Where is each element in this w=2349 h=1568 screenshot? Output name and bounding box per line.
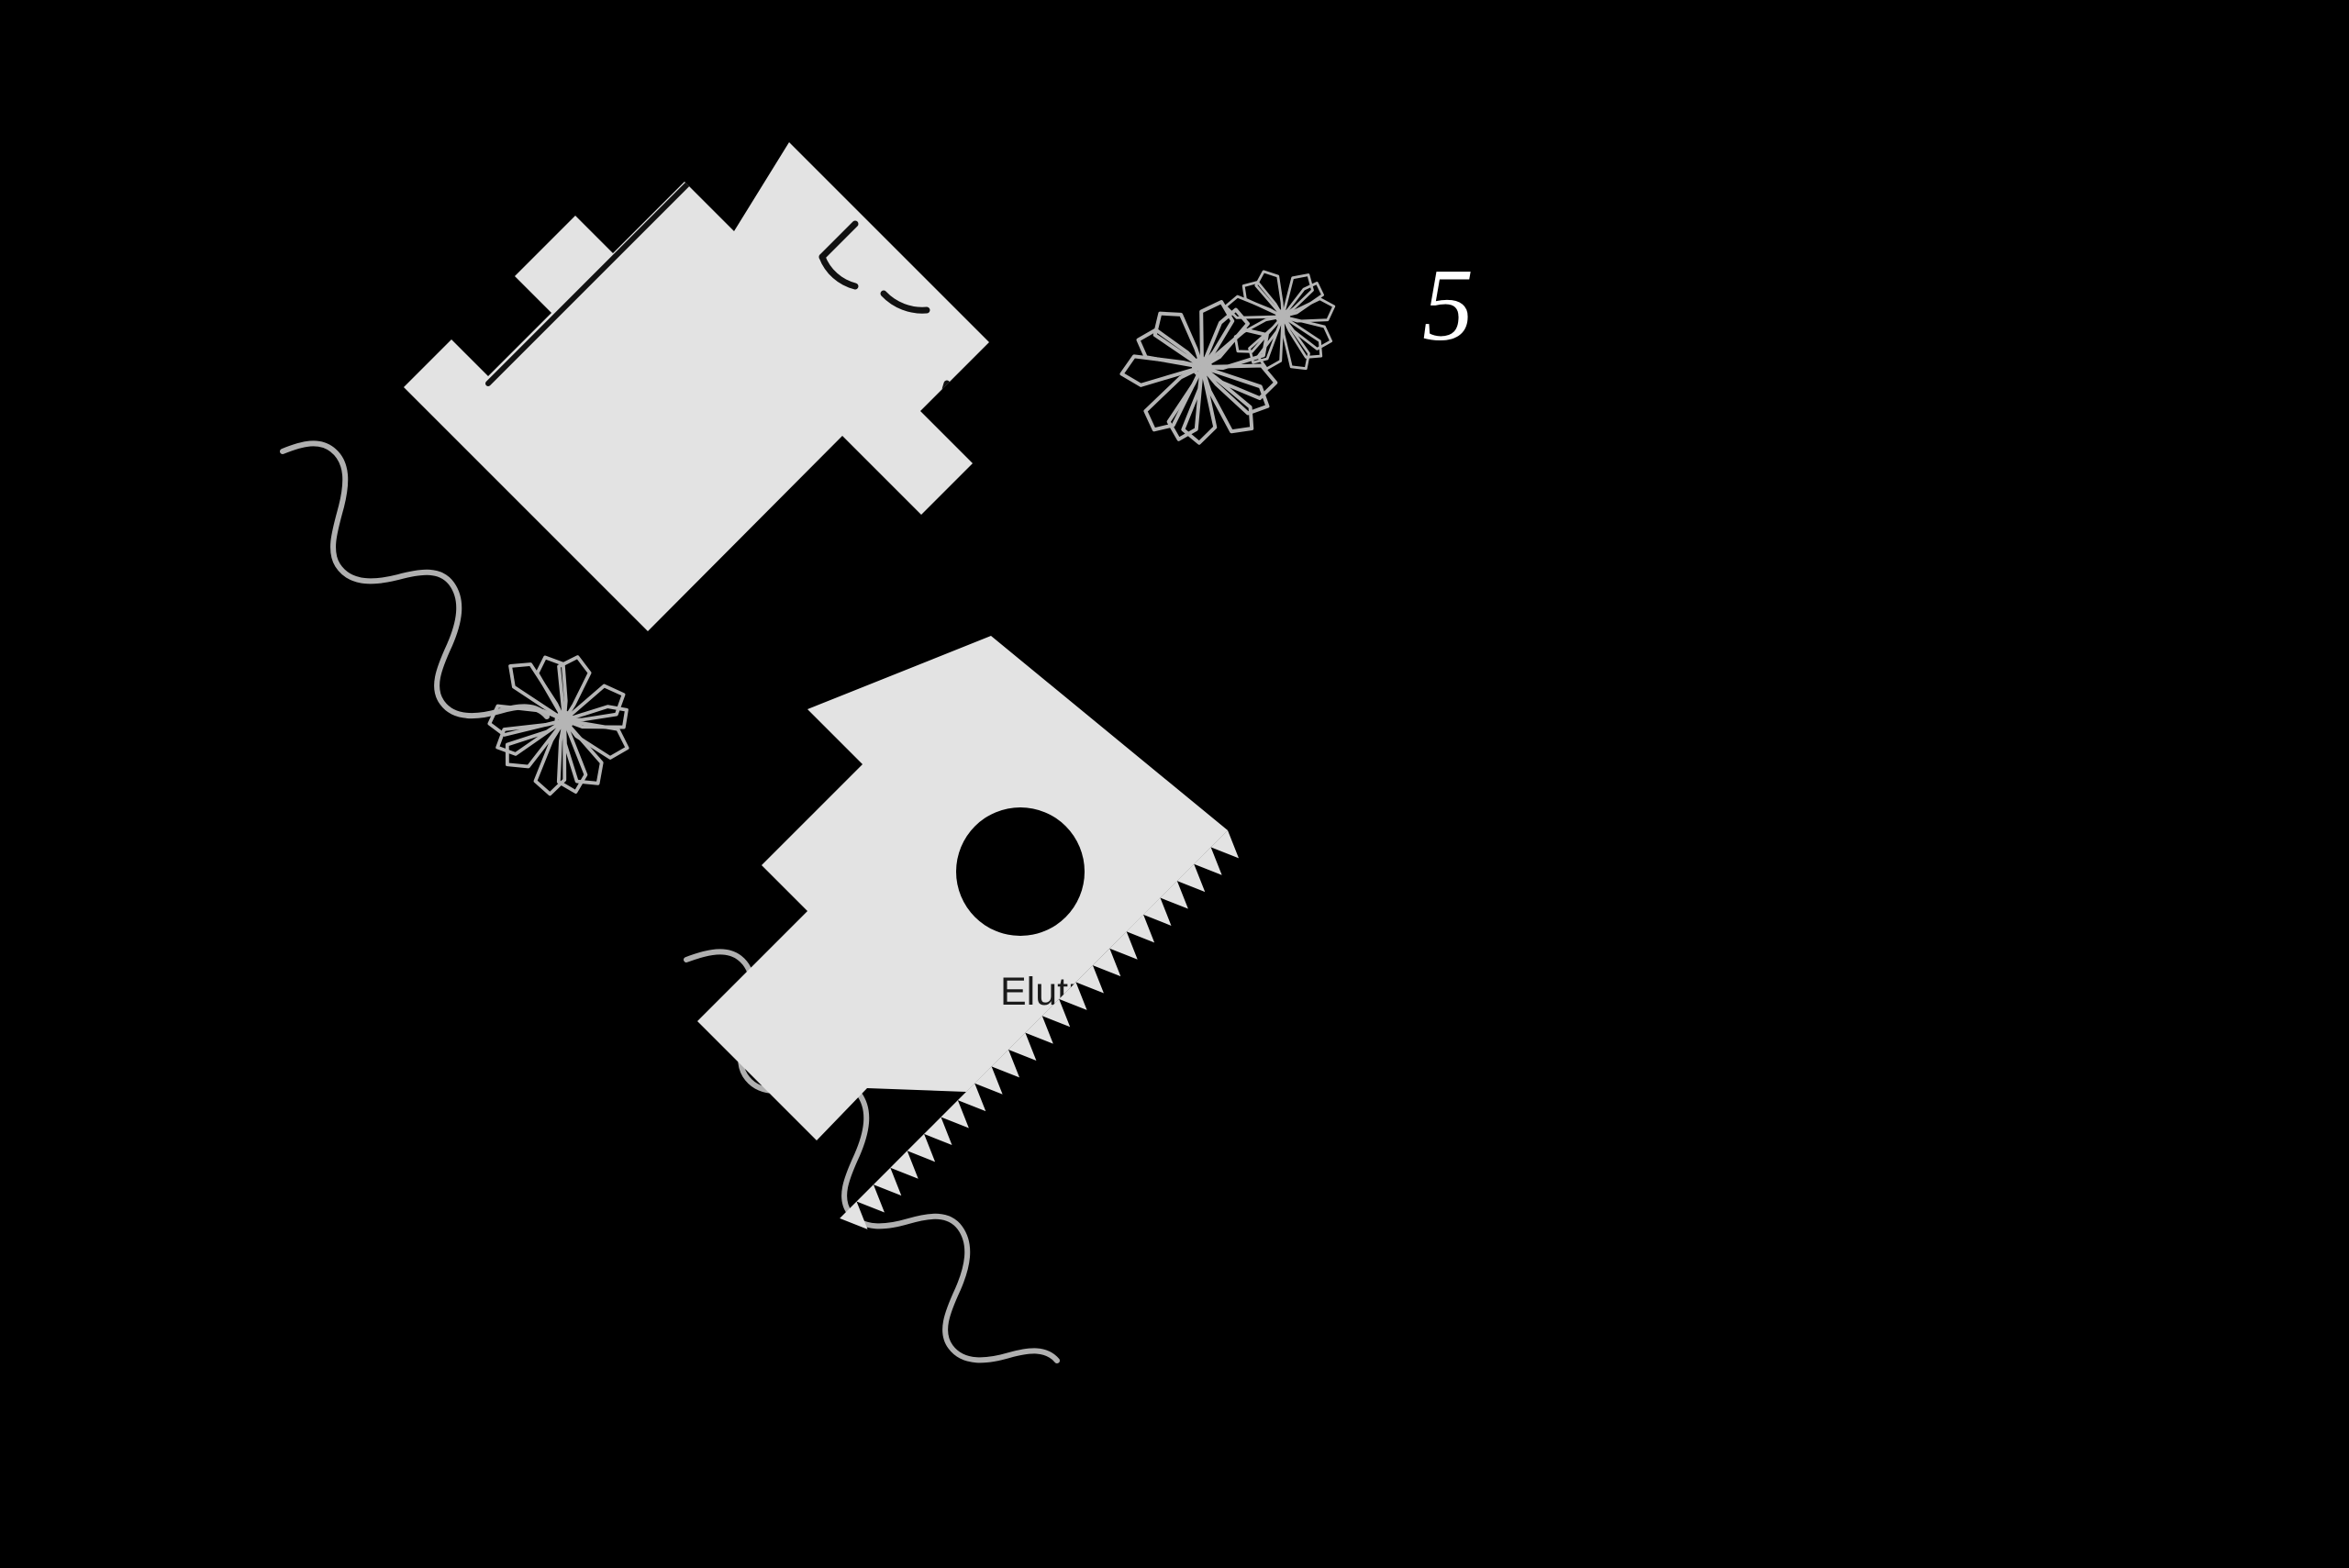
- room-column-hole: [956, 807, 1085, 936]
- door-swing-upper: [818, 220, 859, 261]
- map-marker-number-5: 5: [1422, 249, 1474, 362]
- door-opening-mid: [880, 290, 930, 314]
- room-corridor-outline: [404, 142, 989, 631]
- wall-line-inner: [485, 170, 702, 386]
- door-swing-upper-arc: [818, 253, 859, 290]
- sawtooth-hatch-edge: [840, 830, 1240, 1229]
- wavy-path-upper: [280, 440, 550, 719]
- room-corridor[interactable]: [404, 142, 989, 631]
